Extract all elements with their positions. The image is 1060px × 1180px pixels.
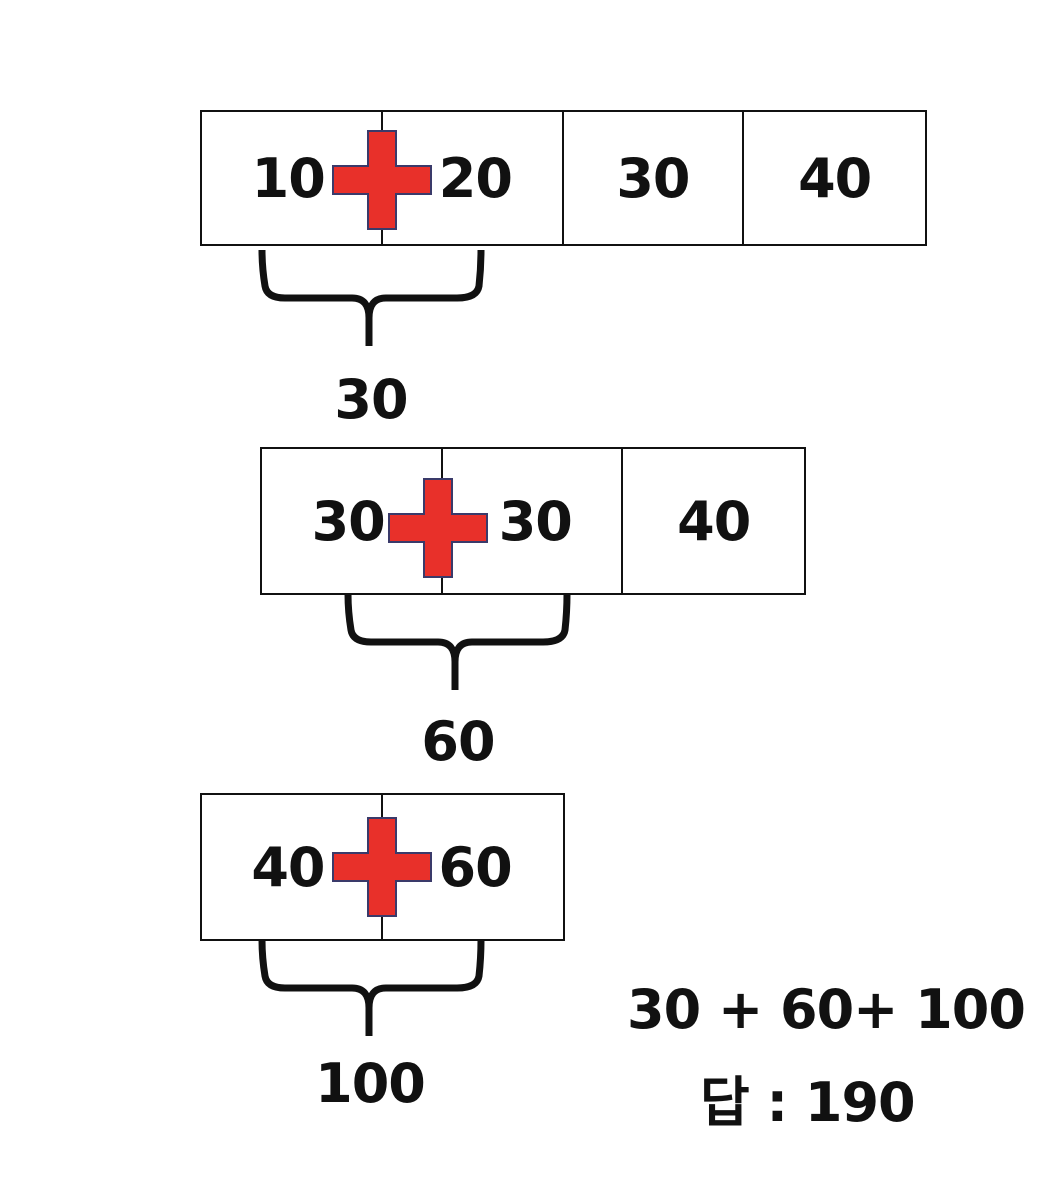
step3-cell-2: 60 (383, 795, 564, 939)
step1-value-1: 10 (251, 146, 326, 210)
step1-value-2: 20 (438, 146, 513, 210)
step2-row: 30 30 40 (260, 447, 806, 595)
step1-plus-icon (332, 130, 432, 230)
step2-cell-3: 40 (623, 449, 804, 593)
step1-curly-brace-icon (258, 249, 485, 346)
step2-cell-2: 30 (443, 449, 624, 593)
step1-row: 10 20 30 40 (200, 110, 927, 246)
step1-cell-3: 30 (564, 112, 745, 244)
step2-cell-1: 30 (262, 449, 443, 593)
summary-answer: 답 : 190 (700, 1071, 916, 1134)
step1-sum: 30 (334, 368, 408, 431)
step2-plus-icon (388, 478, 488, 578)
step3-sum: 100 (315, 1052, 426, 1115)
step3-value-1: 40 (251, 835, 325, 899)
step2-sum: 60 (421, 710, 495, 773)
step2-curly-brace-icon (344, 593, 571, 690)
step3-curly-brace-icon (258, 939, 485, 1036)
step3-value-2: 60 (438, 835, 513, 899)
step1-value-3: 30 (616, 146, 690, 210)
step1-value-4: 40 (798, 146, 872, 210)
step1-cell-4: 40 (744, 112, 925, 244)
step2-value-2: 30 (498, 489, 573, 553)
step2-value-3: 40 (677, 489, 751, 553)
summary-expression: 30 + 60+ 100 (627, 978, 1026, 1041)
step3-plus-icon (332, 817, 432, 917)
step1-cell-2: 20 (383, 112, 564, 244)
step2-value-1: 30 (311, 489, 386, 553)
